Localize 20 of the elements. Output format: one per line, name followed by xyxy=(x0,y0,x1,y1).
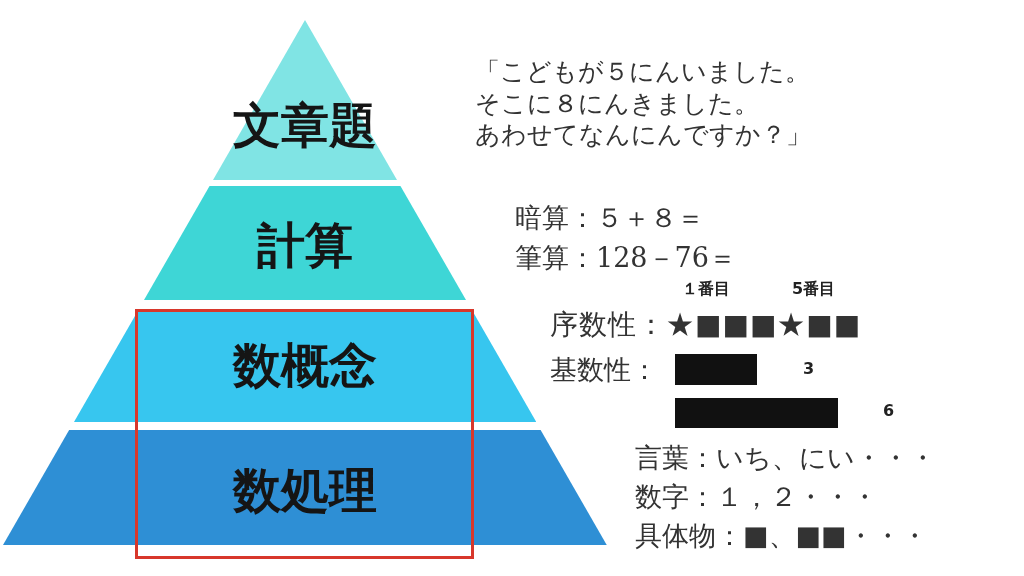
example-text: 具体物：■、■■・・・ xyxy=(635,519,928,553)
example-text: 序数性：★■■■★■■ xyxy=(550,307,862,343)
count-label: 3 xyxy=(803,359,815,379)
quantity-bar xyxy=(675,354,757,385)
example-text: 数字：１，２・・・ xyxy=(635,480,878,514)
example-text: 暗算：５＋８＝ xyxy=(515,201,704,235)
word-problem-text: 「こどもが５にんいました。そこに８にんきました。あわせてなんにんですか？」 xyxy=(475,56,812,151)
example-text: 基数性： xyxy=(550,353,658,387)
pyramid-tier xyxy=(144,186,466,300)
example-text: 筆算：128－76＝ xyxy=(515,241,736,275)
tier-label: 数概念 xyxy=(233,336,377,395)
pyramid-tier xyxy=(73,309,537,422)
tier-label: 計算 xyxy=(257,216,353,275)
position-label: 5番目 xyxy=(792,279,836,299)
example-text: 言葉：いち、にい・・・ xyxy=(635,441,936,475)
tier-label: 数処理 xyxy=(233,461,377,520)
position-label: １番目 xyxy=(682,279,730,299)
quantity-bar xyxy=(675,398,838,428)
pyramid-tier xyxy=(3,430,607,545)
count-label: 6 xyxy=(883,401,895,421)
